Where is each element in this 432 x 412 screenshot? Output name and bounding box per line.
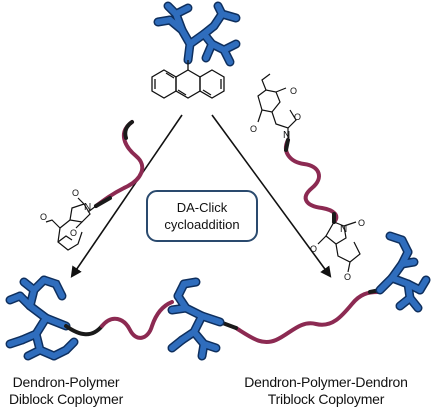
diblock-label-line1: Dendron-Polymer xyxy=(12,374,120,390)
reaction-condition-line1: DA-Click xyxy=(176,200,228,215)
product-diblock xyxy=(5,275,174,361)
svg-text:O: O xyxy=(290,86,297,96)
arrow-right xyxy=(211,114,332,278)
svg-text:N: N xyxy=(283,130,290,141)
dendron-top xyxy=(153,1,241,67)
diblock-product-label: Dendron-Polymer Diblock Coploymer xyxy=(0,374,132,408)
triblock-label-line1: Dendron-Polymer-Dendron xyxy=(244,374,408,390)
arrow-left xyxy=(70,114,183,278)
svg-text:O: O xyxy=(294,112,301,122)
diblock-label-line2: Diblock Coploymer xyxy=(8,391,124,407)
svg-text:O: O xyxy=(250,124,257,134)
reaction-condition-box: DA-Click cycloaddition xyxy=(146,190,258,242)
maleimide-structure-right-top xyxy=(257,73,297,140)
svg-text:O: O xyxy=(310,244,317,254)
svg-text:O: O xyxy=(70,228,77,238)
anthracene-structure xyxy=(151,60,225,99)
svg-text:O: O xyxy=(358,218,365,228)
svg-text:O: O xyxy=(72,188,79,198)
svg-text:O: O xyxy=(40,212,47,222)
triblock-product-label: Dendron-Polymer-Dendron Triblock Coploym… xyxy=(222,374,430,408)
svg-text:O: O xyxy=(344,272,351,282)
product-triblock xyxy=(167,231,431,361)
reaction-condition-line2: cycloaddition xyxy=(164,217,240,232)
polymer-chain-left xyxy=(94,120,145,208)
maleimide-structure-right-bottom xyxy=(317,221,361,273)
polymer-chain-right xyxy=(284,138,339,224)
maleimide-structure-left xyxy=(45,197,97,251)
svg-text:N: N xyxy=(84,202,91,213)
svg-text:N: N xyxy=(340,224,347,235)
triblock-label-line2: Triblock Coploymer xyxy=(267,391,385,407)
